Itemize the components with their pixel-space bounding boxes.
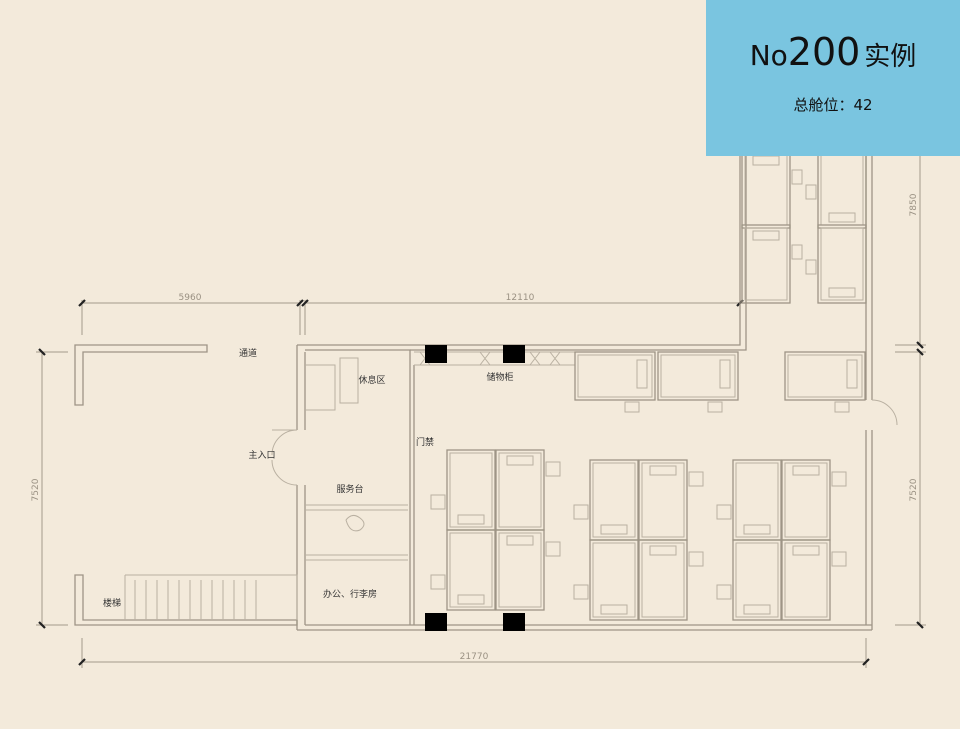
label-office-luggage: 办公、行李房 [323,588,377,600]
column [425,613,447,631]
dimension-lines [36,150,926,668]
dimension-left-height: 7520 [31,478,41,501]
sleeping-pod [784,351,866,413]
dimension-top-left: 5960 [179,293,202,303]
label-main-entrance: 主入口 [248,449,275,461]
capacity-value: 42 [853,96,873,114]
sleeping-pod [430,529,496,611]
sleeping-pod [716,539,782,621]
badge-suffix: 实例 [864,42,917,72]
capacity-label: 总舱位： [793,96,854,114]
dimension-right-lower: 7520 [909,478,919,501]
sleeping-pod [495,449,561,531]
dimension-right-upper: 7850 [909,193,919,216]
sleeping-pod [741,224,803,304]
sleeping-pod [574,351,656,413]
dimension-bottom-total: 21770 [460,652,489,662]
sleeping-pod [638,459,704,541]
badge-prefix: No [749,39,788,72]
sleeping-pod [805,149,867,229]
label-lockers: 储物柜 [486,371,513,383]
sleeping-pods [430,149,867,621]
sleeping-pod [657,351,739,413]
sleeping-pod [430,449,496,531]
label-service-desk: 服务台 [336,483,363,495]
label-lounge: 休息区 [358,374,385,386]
sleeping-pod [573,539,639,621]
column [503,345,525,363]
sleeping-pod [495,529,561,611]
column [503,613,525,631]
badge-number: 200 [787,30,861,74]
sleeping-pod [781,539,847,621]
label-access-control: 门禁 [416,436,434,448]
dimension-top-right: 12110 [506,293,535,303]
sleeping-pod [573,459,639,541]
sleeping-pod [638,539,704,621]
label-stairs: 楼梯 [103,597,121,609]
capacity-text: 总舱位：42 [706,94,960,115]
sleeping-pod [716,459,782,541]
column [425,345,447,363]
label-corridor: 通道 [239,347,257,359]
sleeping-pod [781,459,847,541]
sleeping-pod [805,224,867,304]
sleeping-pod [741,149,803,229]
walls [74,155,898,631]
